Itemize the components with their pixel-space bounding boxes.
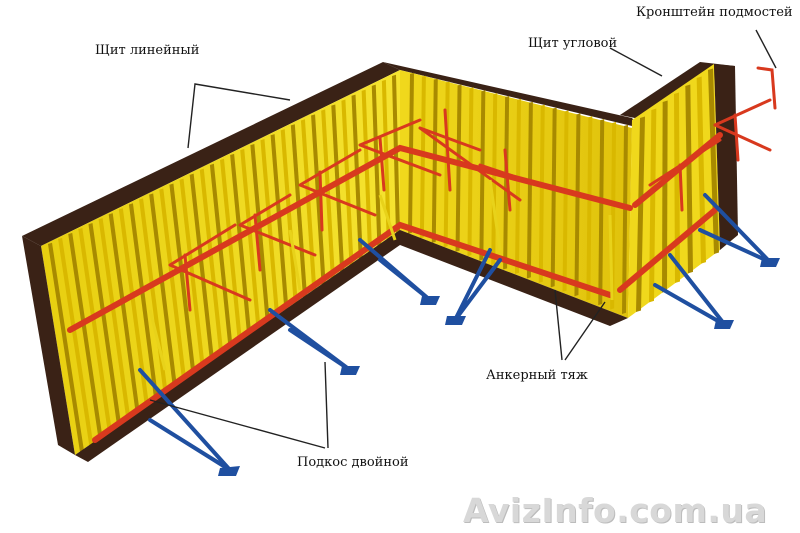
leader-linear-panel	[187, 83, 291, 149]
panel-rib	[270, 134, 289, 311]
panel-rib	[479, 90, 486, 261]
panel-rib	[598, 119, 605, 306]
middle-wall-ribs	[408, 72, 628, 314]
brace-feet	[218, 258, 780, 476]
panel-rib	[108, 213, 140, 414]
panel-rib	[78, 227, 112, 433]
panel-rib	[431, 78, 438, 243]
panel-rib	[586, 116, 593, 301]
panel-rib	[574, 113, 581, 297]
scaffold-brackets	[168, 66, 777, 312]
panel-rib	[128, 203, 159, 401]
label-corner-panel: Щит угловой	[528, 36, 618, 51]
wall-base-strip	[75, 230, 628, 462]
panel-rib	[88, 223, 122, 427]
panel-rib	[491, 93, 498, 266]
panel-rib	[189, 173, 215, 363]
panel-rib	[662, 100, 668, 293]
label-linear-panel: Щит линейный	[95, 43, 200, 58]
double-braces	[138, 193, 772, 472]
panel-rib	[209, 163, 233, 350]
anchor-ties	[148, 179, 614, 371]
panel-rib	[139, 198, 168, 395]
label-anchor-tie: Анкерный тяж	[486, 368, 588, 383]
panel-rib	[455, 84, 462, 252]
panel-rib	[230, 153, 252, 337]
panel-rib	[311, 114, 326, 286]
leader-corner-panel	[609, 47, 663, 77]
leader-double-brace	[149, 361, 329, 449]
panel-rib	[351, 94, 363, 260]
leader-scaffold-bracket	[755, 29, 777, 69]
panel-rib	[562, 110, 569, 292]
panel-rib	[649, 108, 657, 303]
watermark: AvizInfo.com.ua	[463, 491, 768, 530]
panel-rib	[98, 218, 131, 420]
label-scaffold-bracket: Кронштейн подмостей	[636, 5, 793, 20]
label-double-brace: Подкос двойной	[297, 455, 409, 470]
panel-rib	[371, 84, 382, 247]
panel-rib	[503, 95, 510, 270]
panel-rib	[300, 119, 317, 292]
panel-rib	[515, 98, 521, 274]
panel-rib	[550, 107, 557, 288]
panel-rib	[68, 232, 103, 440]
panel-rib	[260, 139, 280, 318]
linear-panel-ribs	[48, 74, 400, 452]
panel-rib	[48, 242, 84, 452]
panel-rib	[149, 193, 177, 388]
panel-rib	[526, 101, 533, 279]
panel-rib	[321, 109, 335, 279]
panel-rib	[58, 237, 94, 446]
panel-rib	[685, 84, 693, 274]
panel-rib	[674, 92, 680, 283]
panel-rib	[159, 188, 187, 382]
panel-rib	[381, 79, 391, 241]
panel-rib	[240, 148, 261, 331]
panel-rib	[290, 124, 308, 299]
panel-rib	[443, 81, 450, 248]
panel-rib	[622, 124, 628, 314]
scaffold-bracket-top	[756, 66, 777, 110]
panel-rib	[636, 116, 645, 312]
panel-rib	[538, 104, 545, 283]
leader-anchor-tie	[554, 289, 606, 361]
panel-rib	[118, 208, 150, 408]
panel-rib	[280, 129, 298, 305]
panel-rib	[467, 87, 474, 257]
panel-rib	[169, 183, 196, 376]
callout-lines	[149, 29, 777, 449]
panel-rib	[199, 168, 224, 356]
panel-rib	[331, 104, 345, 273]
panel-rib	[220, 158, 242, 343]
panel-rib	[341, 99, 354, 267]
panel-rib	[392, 74, 400, 234]
